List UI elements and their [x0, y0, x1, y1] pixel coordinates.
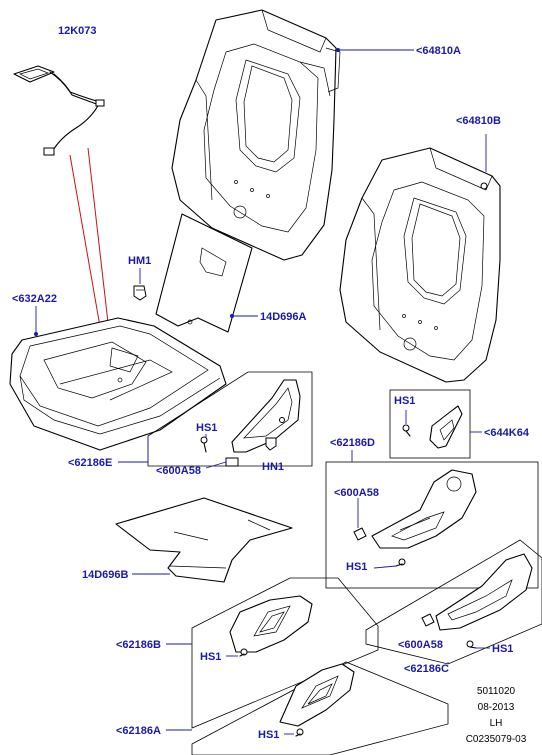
- label-hs1-c: HS1: [492, 643, 513, 655]
- screw-hs1-k64: [402, 424, 411, 437]
- screw-hs1-b: [239, 648, 248, 657]
- label-hs1-d: HS1: [346, 561, 367, 573]
- label-600a58-c: <600A58: [398, 639, 443, 651]
- screw-hs1-e: [200, 436, 208, 453]
- label-64810a: <64810A: [416, 45, 461, 57]
- cushion-pan: [9, 317, 227, 451]
- group-frame-62186d: [325, 461, 539, 589]
- valance-b: [229, 595, 313, 653]
- label-hs1-e: HS1: [196, 422, 217, 434]
- insulator-a: [155, 213, 253, 333]
- valance-a: [279, 663, 355, 727]
- label-600a58-e: <600A58: [156, 465, 201, 477]
- label-14d696a: 14D696A: [260, 311, 307, 323]
- insulator-b: [115, 497, 293, 583]
- label-62186a: <62186A: [116, 725, 161, 737]
- bracket-644k64: [429, 405, 463, 449]
- image-code: C0235079-03: [466, 734, 527, 745]
- backrest-frame-b: [339, 147, 501, 383]
- label-62186e: <62186E: [68, 457, 112, 469]
- label-644k64: <644K64: [484, 427, 530, 439]
- group-frame-62186a: [191, 661, 449, 755]
- label-hs1-b: HS1: [200, 651, 221, 663]
- screw-hs1-d: [395, 558, 406, 567]
- group-frame-62186c: [365, 539, 542, 665]
- fixing-600a58-c: [421, 613, 435, 627]
- screw-hs1-c: [466, 640, 477, 649]
- group-frame-62186b: [191, 577, 379, 729]
- nut-hn1: [265, 437, 277, 451]
- label-hs1-k64: HS1: [394, 395, 415, 407]
- wiring-harness: [13, 65, 105, 156]
- label-hn1: HN1: [262, 461, 284, 473]
- label-12k073: 12K073: [58, 25, 97, 37]
- valance-c: [435, 553, 533, 631]
- group-frame-644k64: [389, 389, 471, 459]
- backrest-frame-a: [171, 9, 341, 261]
- ref-number: 5011020: [477, 686, 516, 697]
- label-62186d: <62186D: [330, 437, 375, 449]
- label-hs1-a: HS1: [258, 729, 279, 741]
- label-hm1: HM1: [128, 255, 151, 267]
- clip-hm1: [133, 285, 147, 301]
- label-632a22: <632A22: [12, 293, 57, 305]
- ref-date: 08-2013: [478, 702, 515, 713]
- label-64810b: <64810B: [456, 115, 501, 127]
- valance-d: [371, 469, 477, 549]
- label-62186c: <62186C: [404, 663, 449, 675]
- fixing-600a58-d: [353, 527, 367, 541]
- harness-route-line: [87, 147, 111, 341]
- harness-route-line: [69, 154, 103, 339]
- label-14d696b: 14D696B: [82, 569, 129, 581]
- label-600a58-d: <600A58: [334, 487, 379, 499]
- ref-side: LH: [490, 718, 503, 729]
- label-62186b: <62186B: [116, 639, 161, 651]
- screw-hs1-a: [295, 728, 304, 737]
- valance-e: [225, 379, 301, 467]
